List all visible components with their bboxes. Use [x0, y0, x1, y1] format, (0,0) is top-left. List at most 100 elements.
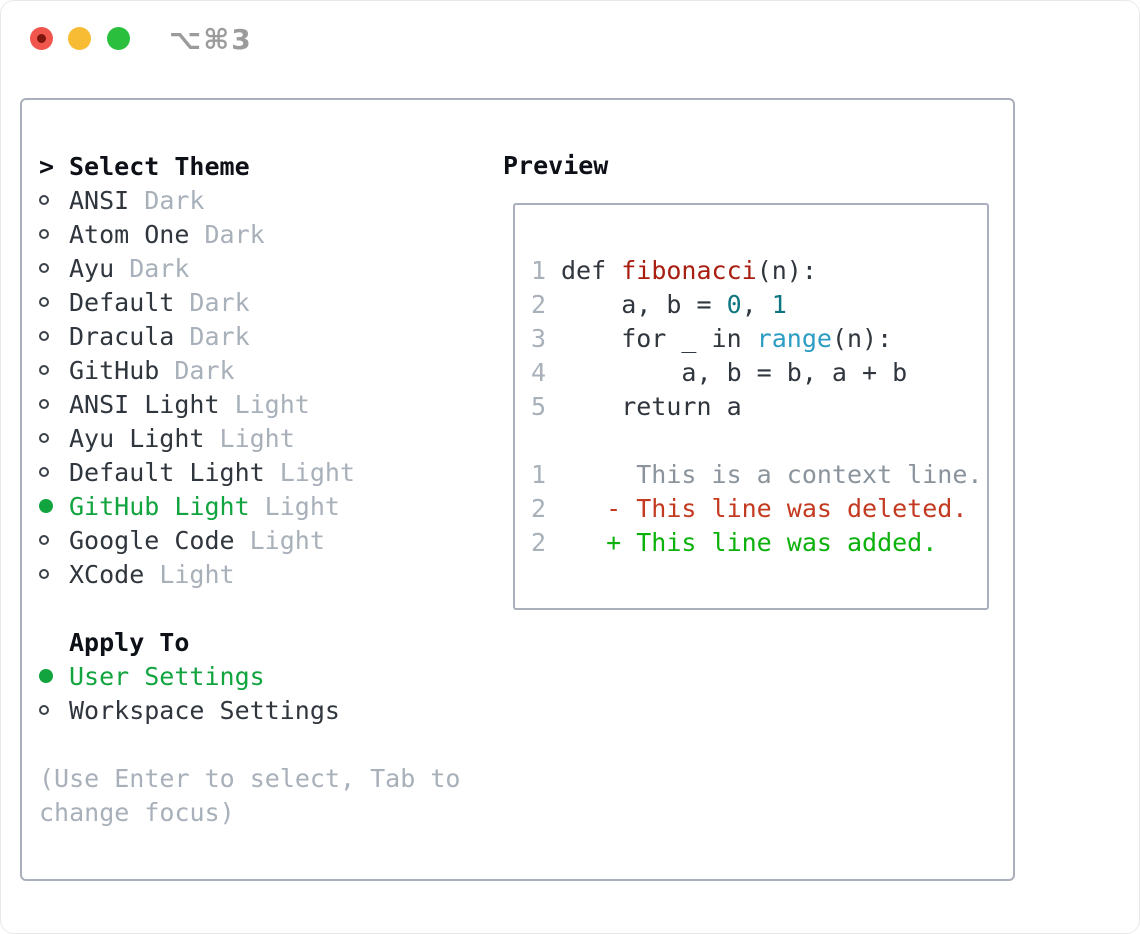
line-content: This is a context line.	[561, 460, 982, 489]
preview-line: 1 This is a context line.	[531, 457, 987, 491]
theme-variant: Light	[219, 389, 310, 419]
preview-line: 3 for _ in range(n):	[531, 321, 987, 355]
apply-option[interactable]: Workspace Settings	[39, 693, 460, 727]
radio-icon	[39, 331, 69, 341]
theme-variant: Dark	[114, 253, 190, 283]
preview-title: Preview	[503, 151, 609, 180]
theme-option[interactable]: GitHub Dark	[39, 353, 460, 387]
close-button[interactable]	[30, 27, 53, 50]
theme-option[interactable]: Atom One Dark	[39, 217, 460, 251]
preview-line: 2 - This line was deleted.	[531, 491, 987, 525]
radio-icon	[39, 399, 69, 409]
theme-variant: Light	[204, 423, 295, 453]
code-token: 0	[726, 289, 742, 319]
theme-name: Default	[69, 287, 175, 317]
line-number: 1	[531, 255, 547, 285]
theme-option[interactable]: XCode Light	[39, 557, 460, 591]
apply-to-header-row: Apply To	[39, 625, 460, 659]
line-number: 5	[531, 391, 547, 421]
line-content: - This line was deleted.	[561, 494, 967, 523]
line-content: return a	[561, 391, 742, 421]
code-token: def	[561, 255, 622, 285]
line-content: + This line was added.	[561, 528, 937, 557]
theme-name: Google Code	[69, 525, 235, 555]
line-content: def fibonacci(n):	[561, 256, 817, 285]
theme-option[interactable]: Dracula Dark	[39, 319, 460, 353]
code-token: a, b =	[561, 289, 727, 319]
preview-line: 1 def fibonacci(n):	[531, 253, 987, 287]
theme-name: Dracula	[69, 321, 175, 351]
line-number: 2	[531, 527, 547, 557]
theme-option[interactable]: Default Light Light	[39, 455, 460, 489]
line-number: 2	[531, 289, 547, 319]
hint-line: (Use Enter to select, Tab to	[39, 763, 461, 793]
radio-icon	[39, 365, 69, 375]
theme-name: ANSI	[69, 185, 130, 215]
title-bar: ⌥⌘3	[1, 1, 1139, 75]
theme-option[interactable]: Ayu Light Light	[39, 421, 460, 455]
radio-icon	[39, 467, 69, 477]
theme-variant: Dark	[174, 321, 250, 351]
theme-variant: Light	[264, 457, 355, 487]
radio-icon	[39, 263, 69, 273]
zoom-button[interactable]	[107, 27, 130, 50]
code-token: range	[756, 323, 832, 353]
hint-line: change focus)	[39, 797, 235, 827]
theme-name: XCode	[69, 559, 145, 589]
preview-line: 5 return a	[531, 389, 987, 423]
radio-icon	[39, 297, 69, 307]
theme-variant: Dark	[129, 185, 205, 215]
theme-option[interactable]: GitHub Light Light	[39, 489, 460, 523]
theme-name: GitHub Light	[69, 491, 250, 521]
code-token: ,	[741, 289, 772, 319]
theme-option[interactable]: ANSI Light Light	[39, 387, 460, 421]
theme-option[interactable]: Default Dark	[39, 285, 460, 319]
select-theme-title: Select Theme	[69, 151, 250, 181]
line-number: 1	[531, 459, 547, 489]
apply-option[interactable]: User Settings	[39, 659, 460, 693]
code-token: return a	[561, 391, 742, 421]
radio-icon	[39, 433, 69, 443]
code-token: + This line was added.	[561, 527, 938, 557]
theme-name: Default Light	[69, 457, 265, 487]
apply-option-name: Workspace Settings	[69, 695, 340, 725]
theme-variant: Light	[249, 491, 340, 521]
theme-variant: Light	[234, 525, 325, 555]
line-number: 3	[531, 323, 547, 353]
spacer-row	[39, 727, 460, 761]
theme-variant: Dark	[189, 219, 265, 249]
radio-icon	[39, 705, 69, 715]
preview-line	[531, 423, 987, 457]
radio-icon	[39, 229, 69, 239]
keyboard-hint: (Use Enter to select, Tab to change focus…	[39, 761, 460, 829]
code-token: - This line was deleted.	[561, 493, 968, 523]
theme-name: ANSI Light	[69, 389, 220, 419]
theme-name: Atom One	[69, 219, 190, 249]
line-number: 4	[531, 357, 547, 387]
code-token: for _ in	[561, 323, 757, 353]
theme-option[interactable]: ANSI Dark	[39, 183, 460, 217]
line-content: a, b = b, a + b	[561, 358, 907, 387]
theme-variant: Dark	[174, 287, 250, 317]
code-token: a, b = b, a + b	[561, 357, 908, 387]
window-title: ⌥⌘3	[169, 23, 253, 56]
theme-option[interactable]: Google Code Light	[39, 523, 460, 557]
theme-option[interactable]: Ayu Dark	[39, 251, 460, 285]
theme-variant: Light	[144, 559, 235, 589]
theme-name: Ayu Light	[69, 423, 205, 453]
minimize-button[interactable]	[68, 27, 91, 50]
preview-line: 4 a, b = b, a + b	[531, 355, 987, 389]
focus-caret-icon: >	[39, 151, 55, 181]
line-content: a, b = 0, 1	[561, 290, 787, 319]
preview-line: 2 + This line was added.	[531, 525, 987, 559]
line-content: for _ in range(n):	[561, 324, 892, 353]
apply-option-name: User Settings	[69, 661, 265, 691]
line-number: 2	[531, 493, 547, 523]
code-token: (n):	[756, 255, 817, 285]
